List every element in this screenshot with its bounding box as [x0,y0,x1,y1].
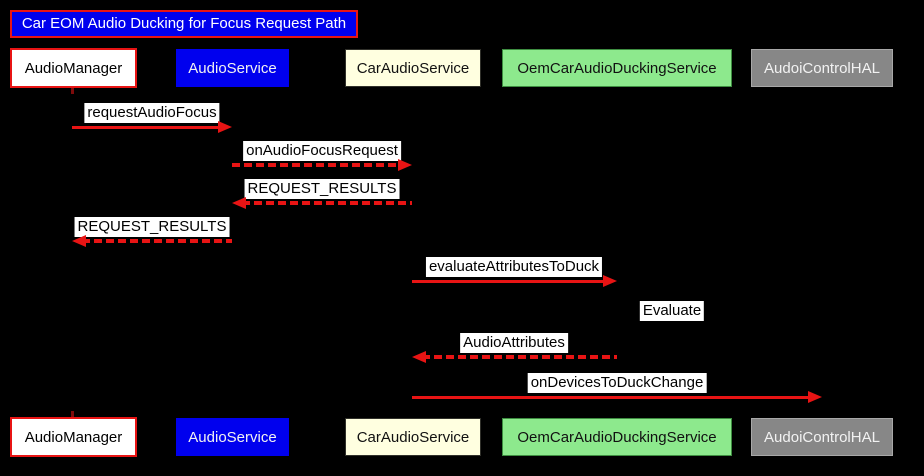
arrowhead-right-icon [398,159,412,171]
participant-audio-service-bottom: AudioService [176,418,289,456]
arrowhead-left-icon [72,235,86,247]
message-label-evaluate-attributes-to-duck: evaluateAttributesToDuck [425,257,603,277]
arrow-on-devices-to-duck-change [412,391,822,403]
arrowhead-right-icon [603,275,617,287]
participant-audoi-control-hal-top: AudoiControlHAL [751,49,893,87]
arrow-line [72,126,222,129]
lifeline-stub-bottom [71,411,74,417]
participant-audio-service-top: AudioService [176,49,289,87]
message-label-on-devices-to-duck-change: onDevicesToDuckChange [527,373,707,393]
arrow-line [242,201,412,205]
arrowhead-left-icon [412,351,426,363]
arrow-request-results-1 [232,197,412,209]
message-label-on-audio-focus-request: onAudioFocusRequest [243,141,401,161]
participant-oem-car-audio-ducking-service-top: OemCarAudioDuckingService [502,49,732,87]
message-label-request-results-1: REQUEST_RESULTS [244,179,400,199]
arrowhead-right-icon [218,121,232,133]
participant-audoi-control-hal-bottom: AudoiControlHAL [751,418,893,456]
arrow-line [82,239,232,243]
arrow-request-audio-focus [72,121,232,133]
participant-car-audio-service-bottom: CarAudioService [345,418,481,456]
message-label-request-results-2: REQUEST_RESULTS [74,217,230,237]
arrow-line [232,163,402,167]
participant-oem-car-audio-ducking-service-bottom: OemCarAudioDuckingService [502,418,732,456]
message-label-request-audio-focus: requestAudioFocus [84,103,220,123]
lifeline-stub-top [71,88,74,94]
arrow-line [412,280,607,283]
arrow-on-audio-focus-request [232,159,412,171]
message-label-audio-attributes: AudioAttributes [460,333,568,353]
participant-car-audio-service-top: CarAudioService [345,49,481,87]
diagram-title: Car EOM Audio Ducking for Focus Request … [10,10,358,38]
arrow-line [412,396,812,399]
arrow-evaluate-attributes-to-duck [412,275,617,287]
arrowhead-right-icon [808,391,822,403]
arrow-request-results-2 [72,235,232,247]
arrowhead-left-icon [232,197,246,209]
arrow-line [422,355,617,359]
participant-audio-manager-bottom: AudioManager [10,417,137,457]
arrow-audio-attributes [412,351,617,363]
participant-audio-manager-top: AudioManager [10,48,137,88]
message-label-evaluate-self: Evaluate [639,301,705,321]
